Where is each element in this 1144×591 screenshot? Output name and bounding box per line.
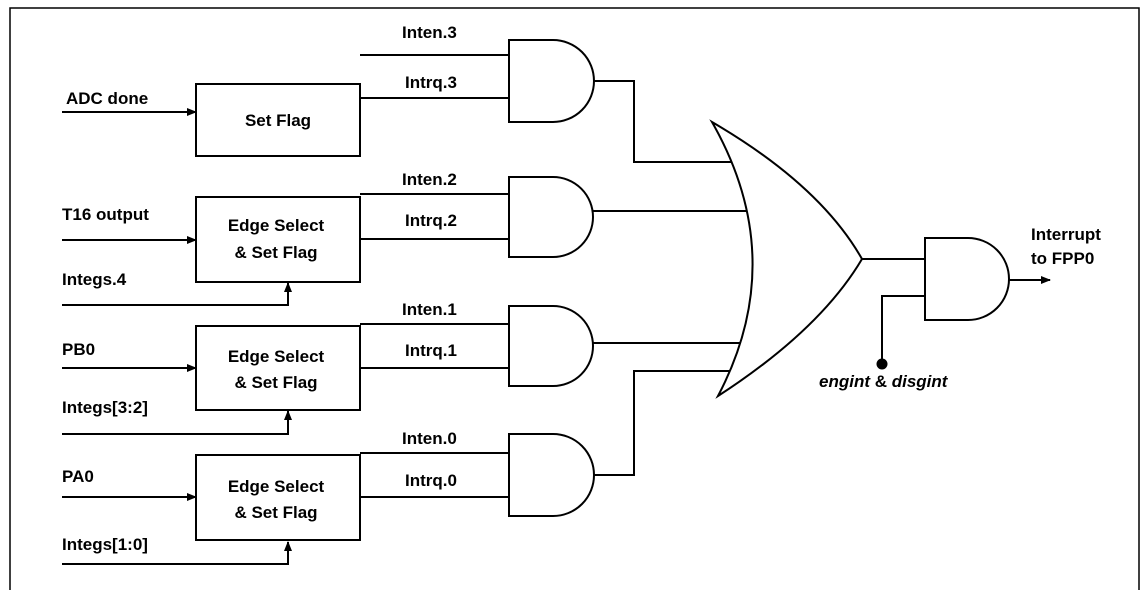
t16-box-line2: & Set Flag	[234, 243, 317, 262]
and-gate-2	[508, 176, 594, 258]
and-gate-1	[508, 305, 594, 387]
engint-control-wire	[881, 295, 925, 364]
inten0-label: Inten.0	[402, 429, 457, 448]
inten3-label: Inten.3	[402, 23, 457, 42]
pa0-box-line1: Edge Select	[228, 477, 325, 496]
integs32-label: Integs[3:2]	[62, 398, 148, 417]
and-gate-1-group: Inten.1 Intrq.1	[360, 300, 745, 387]
or-gate	[709, 119, 864, 399]
and0-to-or-wire	[594, 370, 735, 476]
diagram-frame	[9, 7, 1140, 590]
pa0-label: PA0	[62, 467, 94, 486]
integs10-wire	[62, 541, 292, 565]
and-gate-3-group: Inten.3 Intrq.3	[360, 23, 735, 163]
engint-text: engint	[819, 372, 871, 391]
pa0-box-line2: & Set Flag	[234, 503, 317, 522]
engint-junction-dot	[876, 358, 888, 370]
set-flag-text: Set Flag	[245, 111, 311, 130]
and-gate-0-group: Inten.0 Intrq.0	[360, 370, 735, 517]
and-gate-2-group: Inten.2 Intrq.2	[360, 170, 751, 258]
pa0-edge-select-box	[195, 454, 361, 541]
intrq1-label: Intrq.1	[405, 341, 457, 360]
integs4-label: Integs.4	[62, 270, 127, 289]
intrq3-label: Intrq.3	[405, 73, 457, 92]
adc-done-label: ADC done	[66, 89, 148, 108]
and-gate-0	[508, 433, 595, 517]
intrq2-label: Intrq.2	[405, 211, 457, 230]
pb0-label: PB0	[62, 340, 95, 359]
and3-to-or-wire	[594, 80, 735, 163]
engint-disgint-label: engint & disgint	[819, 372, 949, 391]
inten2-label: Inten.2	[402, 170, 457, 189]
integs32-wire	[62, 410, 292, 435]
integs10-label: Integs[1:0]	[62, 535, 148, 554]
interrupt-label-line2: to FPP0	[1031, 249, 1094, 268]
integs4-wire	[62, 282, 292, 306]
pb0-edge-select-block: PB0 Edge Select & Set Flag Integs[3:2]	[62, 325, 361, 435]
pb0-edge-select-box	[195, 325, 361, 411]
t16-edge-select-block: T16 output Edge Select & Set Flag Integs…	[62, 196, 361, 306]
t16-box-line1: Edge Select	[228, 216, 325, 235]
disgint-text: disgint	[892, 372, 949, 391]
adc-set-flag-block: ADC done Set Flag	[62, 83, 361, 157]
set-flag-box	[195, 83, 361, 157]
final-and-gate	[924, 237, 1010, 321]
inten1-label: Inten.1	[402, 300, 457, 319]
engint-ampersand: &	[870, 372, 892, 391]
t16-output-label: T16 output	[62, 205, 149, 224]
pa0-edge-select-block: PA0 Edge Select & Set Flag Integs[1:0]	[62, 454, 361, 565]
t16-edge-select-box	[195, 196, 361, 283]
pb0-box-line1: Edge Select	[228, 347, 325, 366]
pb0-box-line2: & Set Flag	[234, 373, 317, 392]
intrq0-label: Intrq.0	[405, 471, 457, 490]
and-gate-3	[508, 39, 595, 123]
interrupt-label-line1: Interrupt	[1031, 225, 1101, 244]
